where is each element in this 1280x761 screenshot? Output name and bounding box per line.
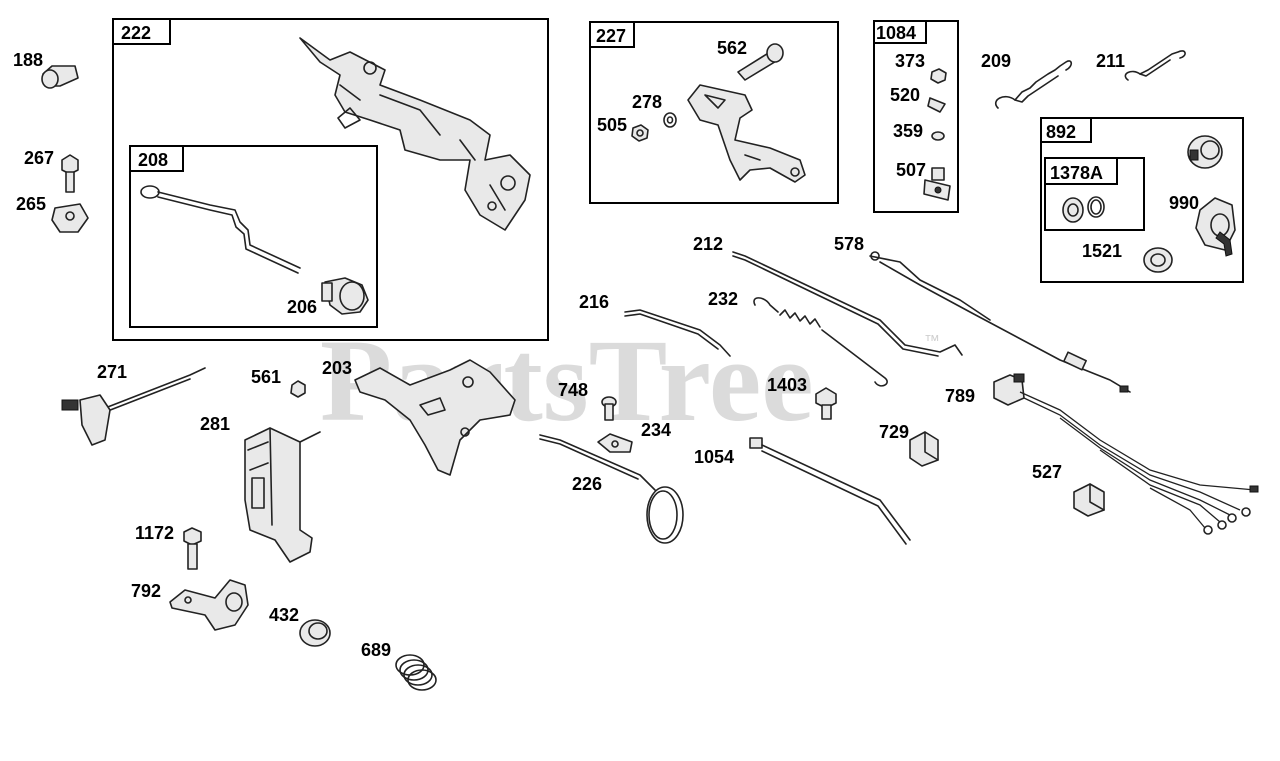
label-527: 527 (1032, 462, 1062, 482)
rod-216-part (624, 309, 731, 357)
switch-507-part (923, 167, 951, 201)
label-562: 562 (717, 38, 747, 58)
cable-tie-1054-part (749, 437, 911, 545)
spring-211-part (1124, 50, 1186, 81)
cable-578-part (869, 251, 1131, 393)
label-990: 990 (1169, 193, 1199, 213)
label-271: 271 (97, 362, 127, 382)
rod-208-part (140, 185, 301, 274)
label-505: 505 (597, 115, 627, 135)
nut-373-part (930, 68, 947, 84)
bolt-562-part (737, 43, 784, 81)
group-box-208: 208 206 (129, 145, 378, 328)
box-label-227: 227 (596, 26, 626, 46)
label-729: 729 (879, 422, 909, 442)
rod-212-part (732, 251, 963, 357)
label-281: 281 (200, 414, 230, 434)
clip-265-part (51, 203, 89, 233)
label-561: 561 (251, 367, 281, 387)
screw-1403-part (815, 387, 837, 420)
label-689: 689 (361, 640, 391, 660)
label-792: 792 (131, 581, 161, 601)
label-226: 226 (572, 474, 602, 494)
washer-359-part (931, 131, 945, 141)
bolt-188-part (41, 65, 79, 89)
label-432: 432 (269, 605, 299, 625)
box-label-1378a: 1378A (1050, 163, 1103, 183)
box-label-208: 208 (138, 150, 168, 170)
box-label-222: 222 (121, 23, 151, 43)
label-1172: 1172 (135, 523, 174, 543)
label-748: 748 (558, 380, 588, 400)
label-216: 216 (579, 292, 609, 312)
lever-227-part (687, 84, 806, 183)
group-box-227: 227 562 278 505 (589, 21, 839, 204)
switch-892-part (1187, 135, 1223, 169)
label-578: 578 (834, 234, 864, 254)
label-234: 234 (641, 420, 671, 440)
label-267: 267 (24, 148, 54, 168)
spring-689-part (395, 654, 437, 691)
clip-527-part (1073, 483, 1105, 517)
label-188: 188 (13, 50, 43, 70)
label-359: 359 (893, 121, 923, 141)
screw-748-part (601, 396, 617, 421)
spring-232-part (753, 297, 888, 387)
label-373: 373 (895, 51, 925, 71)
bracket-222-part (299, 37, 531, 231)
clip-234-part (597, 433, 633, 453)
label-232: 232 (708, 289, 738, 309)
nut-561-part (290, 380, 306, 398)
label-1521: 1521 (1082, 241, 1122, 261)
box-label-1084: 1084 (876, 23, 916, 43)
nut-1378a-part (1062, 196, 1105, 223)
bolt-1172-part (183, 527, 202, 570)
label-278: 278 (632, 92, 662, 112)
label-212: 212 (693, 234, 723, 254)
group-box-1084: 1084 373 520 359 507 (873, 20, 959, 213)
watermark-trademark: ™ (924, 333, 940, 350)
clip-520-part (927, 97, 946, 113)
nut-505-part (631, 124, 649, 142)
label-520: 520 (890, 85, 920, 105)
knob-206-part (321, 277, 369, 315)
label-507: 507 (896, 160, 926, 180)
label-1054: 1054 (694, 447, 734, 467)
label-209: 209 (981, 51, 1011, 71)
bushing-432-part (299, 619, 331, 647)
linkage-271-part (61, 367, 206, 446)
group-box-892: 892 1378A 990 1521 (1040, 117, 1244, 283)
key-switch-990-part (1195, 197, 1236, 257)
bracket-792-part (169, 579, 249, 631)
bolt-267-part (61, 154, 79, 193)
label-1403: 1403 (767, 375, 807, 395)
harness-789-part (993, 373, 1259, 535)
rod-226-part (539, 434, 684, 544)
spring-209-part (995, 60, 1073, 109)
nut-1521-part (1143, 247, 1173, 273)
clip-729-part (909, 431, 939, 467)
label-211: 211 (1096, 51, 1125, 71)
label-265: 265 (16, 194, 46, 214)
label-206: 206 (287, 297, 317, 317)
bracket-281-part (244, 427, 321, 563)
label-203: 203 (322, 358, 352, 378)
bracket-203-part (354, 359, 516, 476)
group-box-222: 222 (112, 18, 549, 341)
washer-278-part (663, 112, 677, 128)
box-label-892: 892 (1046, 122, 1076, 142)
label-789: 789 (945, 386, 975, 406)
group-box-1378a: 1378A (1044, 157, 1145, 231)
